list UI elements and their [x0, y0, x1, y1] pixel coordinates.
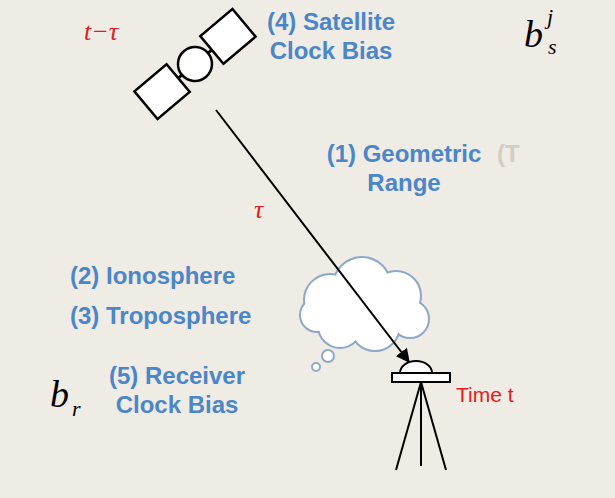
satellite [134, 9, 255, 119]
cloud-puff [301, 299, 333, 331]
symbol-base: b [524, 12, 543, 58]
error-label: (1) Geometric Range [318, 140, 490, 198]
symbol-subscript: s [548, 34, 557, 60]
error-label: (2) Ionosphere [70, 262, 235, 291]
time-label: t−τ [84, 16, 118, 47]
time-label: Time t [456, 382, 514, 407]
tripod-leg [420, 382, 422, 466]
cloud-bubble [322, 350, 334, 362]
antenna-plate [392, 373, 450, 382]
satellite-body [171, 40, 219, 88]
tripod-leg [421, 382, 446, 470]
error-label: (4) Satellite Clock Bias [252, 8, 410, 66]
cloud-bubble [312, 363, 320, 371]
cloud [301, 258, 428, 371]
error-label: (3) Troposphere [70, 302, 251, 331]
symbol-base: b [50, 372, 69, 418]
error-label: (5) Receiver Clock Bias [96, 362, 258, 420]
symbol-subscript: r [72, 396, 81, 422]
cloud-puff [301, 299, 333, 331]
symbol-superscript: j [547, 4, 553, 30]
receiver [392, 361, 450, 470]
faded-label: (T [497, 140, 520, 169]
tripod-leg [396, 382, 421, 470]
time-label: τ [254, 194, 263, 225]
antenna-dome [400, 361, 432, 373]
